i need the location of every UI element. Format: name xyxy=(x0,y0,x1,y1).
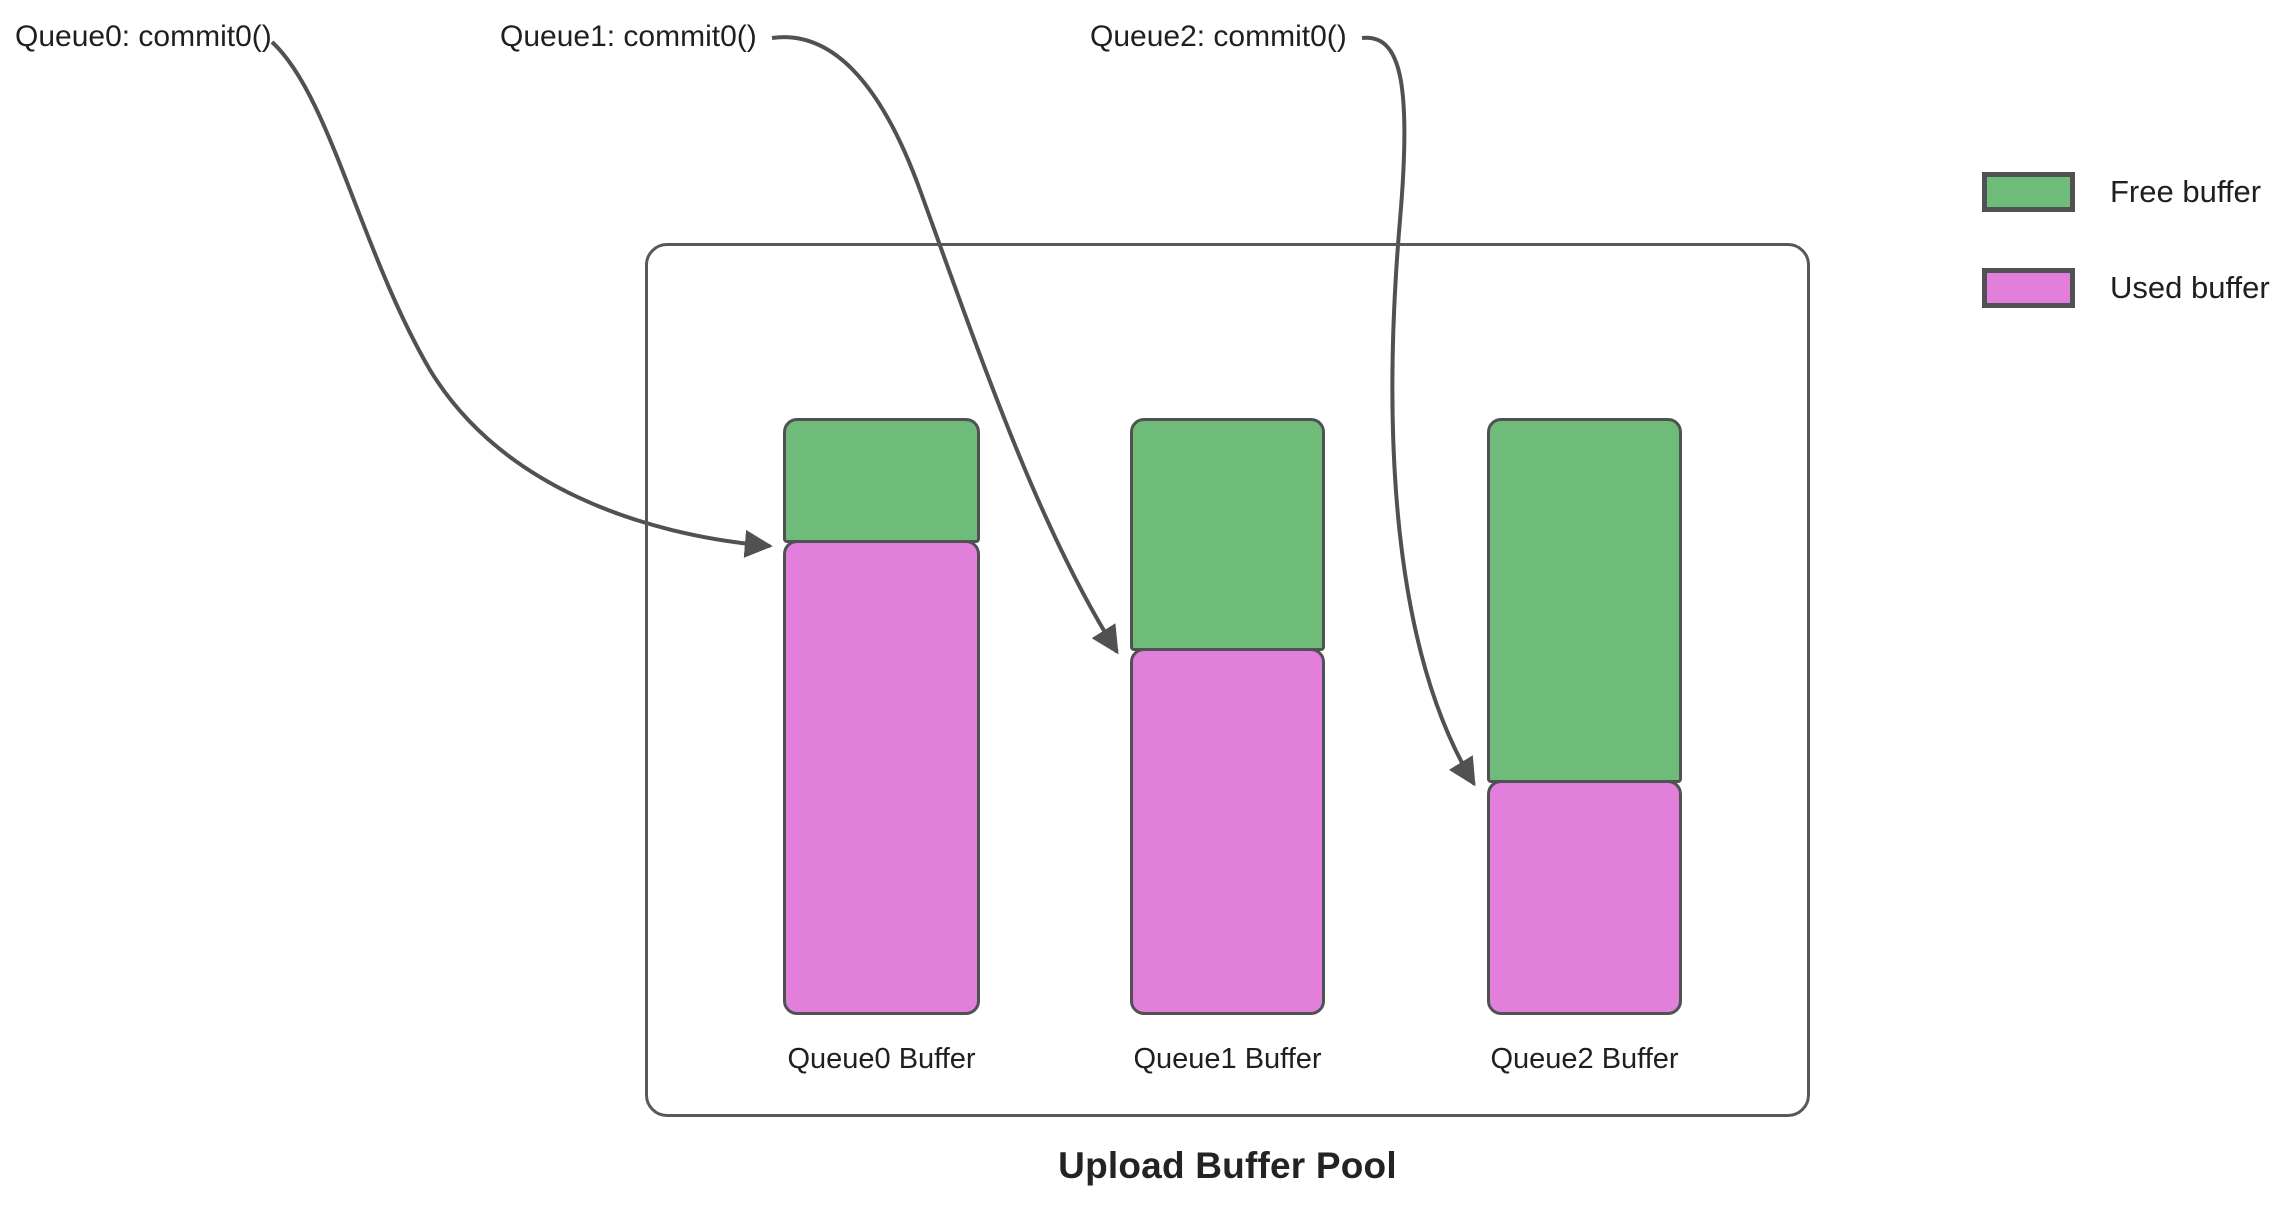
bar-caption-queue2: Queue2 Buffer xyxy=(1490,1043,1679,1075)
free-segment-queue1 xyxy=(1130,418,1325,651)
bar-caption-queue1: Queue1 Buffer xyxy=(1133,1043,1322,1075)
legend-label-free-buffer: Free buffer xyxy=(2110,174,2262,209)
edge-label-queue1: Queue1: commit0() xyxy=(500,20,757,53)
page-title: Upload Buffer Pool xyxy=(1058,1145,1397,1186)
used-segment-queue0 xyxy=(783,540,980,1015)
legend-swatch-used-buffer xyxy=(1982,268,2075,308)
edge-label-queue0: Queue0: commit0() xyxy=(15,20,272,53)
buffer-bar-queue1[interactable]: Queue1 Buffer xyxy=(1130,418,1325,1075)
legend-swatch-free-buffer xyxy=(1982,172,2075,212)
buffer-bar-queue0[interactable]: Queue0 Buffer xyxy=(783,418,980,1075)
bar-caption-queue0: Queue0 Buffer xyxy=(787,1043,976,1075)
free-segment-queue2 xyxy=(1487,418,1682,783)
used-segment-queue2 xyxy=(1487,780,1682,1015)
used-segment-queue1 xyxy=(1130,648,1325,1015)
edge-label-queue2: Queue2: commit0() xyxy=(1090,20,1347,53)
legend-label-used-buffer: Used buffer xyxy=(2110,270,2270,305)
upload-buffer-pool-container xyxy=(645,243,1810,1117)
free-segment-queue0 xyxy=(783,418,980,543)
buffer-bar-queue2[interactable]: Queue2 Buffer xyxy=(1487,418,1682,1075)
